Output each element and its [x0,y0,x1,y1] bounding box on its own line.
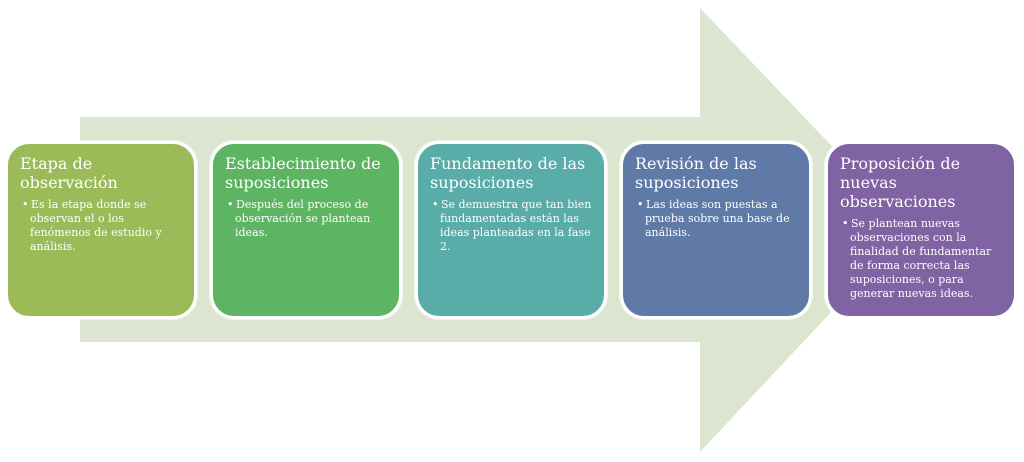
step-5-text: Se plantean nuevas observaciones con la … [850,217,992,300]
step-4-box: Revisión de las suposiciones •Las ideas … [620,141,812,319]
step-1-text: Es la etapa donde se observan el o los f… [30,198,162,253]
step-3-text: Se demuestra que tan bien fundamentadas … [440,198,592,253]
bullet-icon: • [637,198,644,211]
step-2-list: •Después del proceso de observación se p… [225,198,387,240]
bullet-icon: • [227,198,234,211]
step-3-item: •Se demuestra que tan bien fundamentadas… [430,198,592,254]
step-1-box: Etapa de observación •Es la etapa donde … [5,141,197,319]
step-4-list: •Las ideas son puestas a prueba sobre un… [635,198,797,240]
step-3-box: Fundamento de las suposiciones •Se demue… [415,141,607,319]
step-2-text: Después del proceso de observación se pl… [235,198,371,239]
bullet-icon: • [22,198,29,211]
bullet-icon: • [432,198,439,211]
bullet-icon: • [842,217,849,230]
step-2-title: Establecimiento de suposiciones [225,154,381,192]
step-5-box: Proposición de nuevas observaciones •Se … [825,141,1017,319]
step-1-item: •Es la etapa donde se observan el o los … [20,198,182,254]
step-4-title: Revisión de las suposiciones [635,154,757,192]
step-3-list: •Se demuestra que tan bien fundamentadas… [430,198,592,254]
step-1-title: Etapa de observación [20,154,118,192]
step-5-title: Proposición de nuevas observaciones [840,154,961,211]
step-5-list: •Se plantean nuevas observaciones con la… [840,217,1002,301]
step-4-item: •Las ideas son puestas a prueba sobre un… [635,198,797,240]
step-2-box: Establecimiento de suposiciones •Después… [210,141,402,319]
step-1-list: •Es la etapa donde se observan el o los … [20,198,182,254]
step-5-item: •Se plantean nuevas observaciones con la… [840,217,1002,301]
step-3-title: Fundamento de las suposiciones [430,154,586,192]
step-4-text: Las ideas son puestas a prueba sobre una… [645,198,790,239]
step-2-item: •Después del proceso de observación se p… [225,198,387,240]
